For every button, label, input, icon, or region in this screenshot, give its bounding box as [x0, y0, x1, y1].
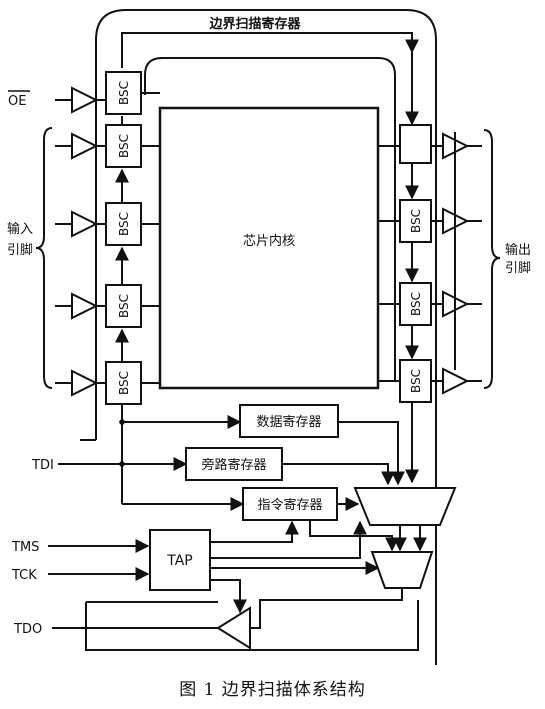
instruction-register [242, 487, 338, 521]
bsc-label: BSC [409, 209, 423, 233]
instruction-register-label: 指令寄存器 [257, 497, 322, 513]
data-register-label: 数据寄存器 [256, 414, 321, 430]
data-mux [353, 487, 457, 526]
chip-core-label: 芯片内核 [243, 233, 295, 249]
bsc-label: BSC [117, 81, 131, 105]
tck-label: TCK [11, 568, 37, 583]
output-bsc-group: BSC BSC BSC [399, 124, 432, 403]
input-bsc-group: BSC BSC BSC BSC BSC [105, 71, 142, 405]
output-mux [370, 551, 434, 589]
bsc-label: BSC [117, 371, 131, 395]
bsc-label: BSC [117, 212, 131, 236]
tdi-label: TDI [31, 458, 54, 473]
tap-controller [149, 529, 211, 591]
input-pins-brace [35, 127, 53, 389]
bypass-register-label: 旁路寄存器 [201, 457, 266, 473]
chip-core [158, 106, 380, 390]
input-pins-label: 引脚 [7, 242, 33, 258]
output-pins-brace [483, 129, 501, 389]
bsc-label: BSC [117, 294, 131, 318]
boundary-register-label: 边界扫描寄存器 [208, 16, 301, 32]
output-buffers [431, 132, 482, 395]
input-buffers [55, 86, 106, 397]
output-pins-label: 输出 [505, 242, 531, 258]
bsc-label: BSC [409, 369, 423, 393]
tdo-buffer [216, 606, 251, 650]
bsc-label: BSC [409, 292, 423, 316]
chip-boundary [95, 9, 437, 665]
input-pins-label: 输入 [7, 221, 33, 237]
oe-label: OE [8, 94, 26, 109]
figure-caption: 图 1 边界扫描体系结构 [179, 680, 366, 700]
oe-cell [399, 124, 432, 164]
bypass-register [185, 447, 283, 481]
bsc-label: BSC [117, 134, 131, 158]
output-pins-label: 引脚 [505, 260, 531, 276]
tdo-label: TDO [13, 622, 42, 637]
tap-label: TAP [166, 553, 192, 569]
tms-label: TMS [11, 540, 39, 555]
